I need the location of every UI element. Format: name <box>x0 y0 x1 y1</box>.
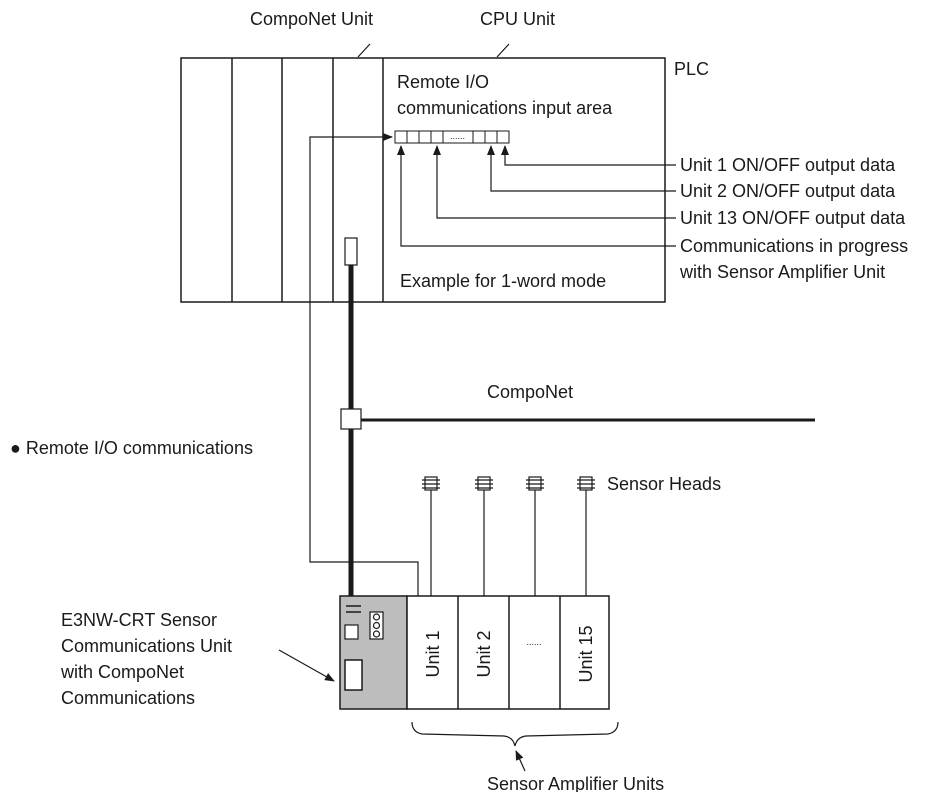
amplifier-unit-label: Unit 2 <box>474 630 494 677</box>
io-area-label-line2: communications input area <box>397 98 613 118</box>
e3nw-label-line1: E3NW-CRT Sensor <box>61 610 217 630</box>
sensor-head-icon <box>422 476 440 596</box>
plc-label: PLC <box>674 59 709 79</box>
amplifier-units-brace <box>411 721 619 747</box>
sensor-heads <box>422 476 595 596</box>
componet-unit-connector <box>344 237 358 266</box>
unit13-output-leader <box>433 145 676 219</box>
comm-progress-label-line1: Communications in progress <box>680 236 908 256</box>
e3nw-label-line4: Communications <box>61 688 195 708</box>
remote-io-label: ● Remote I/O communications <box>10 438 253 458</box>
sensor-amp-units-label: Sensor Amplifier Units <box>487 774 664 792</box>
componet-branch-tap <box>340 408 362 430</box>
plc-rack <box>180 57 666 303</box>
remote-io-path <box>309 133 419 596</box>
input-area-word: ...... <box>394 130 510 144</box>
amplifier-units-arrow <box>515 750 526 772</box>
unit13-output-label: Unit 13 ON/OFF output data <box>680 208 906 228</box>
unit1-output-leader <box>501 145 676 166</box>
unit1-output-label: Unit 1 ON/OFF output data <box>680 155 896 175</box>
componet-unit-label: CompoNet Unit <box>250 9 373 29</box>
e3nw-label-line2: Communications Unit <box>61 636 232 656</box>
cpu-unit-leader <box>496 43 510 58</box>
amplifier-unit-dots: ...... <box>526 637 541 647</box>
comm-progress-label-line2: with Sensor Amplifier Unit <box>679 262 885 282</box>
sensor-head-icon <box>526 476 544 596</box>
example-mode-label: Example for 1-word mode <box>400 271 606 291</box>
amplifier-unit-label: Unit 15 <box>576 625 596 682</box>
unit2-output-label: Unit 2 ON/OFF output data <box>680 181 896 201</box>
amplifier-units-block: Unit 1 Unit 2 ...... Unit 15 <box>406 595 610 710</box>
e3nw-comm-unit <box>339 595 408 710</box>
sensor-head-icon <box>475 476 493 596</box>
io-area-label-line1: Remote I/O <box>397 72 489 92</box>
sensor-head-icon <box>577 476 595 596</box>
e3nw-pointer-arrow <box>278 649 335 682</box>
unit2-output-leader <box>487 145 676 192</box>
input-area-dots: ...... <box>450 131 465 141</box>
amplifier-unit-label: Unit 1 <box>423 630 443 677</box>
componet-unit-leader <box>357 43 371 58</box>
componet-label: CompoNet <box>487 382 573 402</box>
comm-progress-leader <box>397 145 676 247</box>
sensor-heads-label: Sensor Heads <box>607 474 721 494</box>
e3nw-label-line3: with CompoNet <box>60 662 184 682</box>
cpu-unit-label: CPU Unit <box>480 9 555 29</box>
